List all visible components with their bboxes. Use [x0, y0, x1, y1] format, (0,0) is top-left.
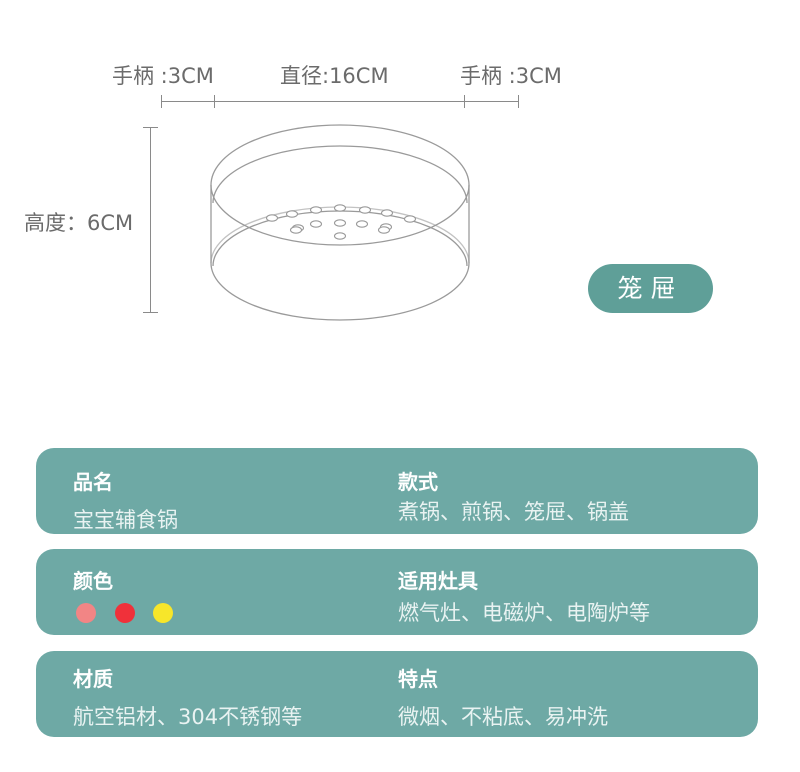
steam-hole	[380, 209, 394, 217]
steamer-basket-illustration	[210, 124, 470, 321]
spec-label: 品名	[73, 470, 113, 494]
dimension-tick	[518, 95, 519, 108]
color-swatch-pink	[76, 603, 96, 623]
steam-hole	[377, 226, 391, 234]
handle-left-dimension: 手柄 :3CM	[112, 64, 214, 88]
dimension-tick	[161, 95, 162, 108]
steam-hole	[285, 210, 299, 218]
spec-value: 煮锅、煎锅、笼屉、锅盖	[398, 500, 629, 524]
dimension-tick	[464, 95, 465, 108]
color-swatch-red	[115, 603, 135, 623]
spec-label: 特点	[398, 667, 438, 691]
steam-hole	[309, 206, 323, 214]
width-dimension-line	[161, 101, 519, 102]
steam-hole	[355, 220, 369, 228]
steam-hole	[333, 204, 347, 212]
steam-holes	[265, 204, 417, 240]
steam-hole	[403, 215, 417, 223]
product-tag: 笼屉	[588, 264, 713, 313]
dimension-tick	[143, 127, 158, 128]
steam-hole	[358, 206, 372, 214]
spec-label: 颜色	[73, 569, 113, 593]
spec-value: 航空铝材、304不锈钢等	[73, 705, 303, 729]
spec-label: 款式	[398, 470, 438, 494]
diameter-dimension: 直径:16CM	[280, 64, 389, 88]
steam-hole	[289, 226, 303, 234]
spec-value: 宝宝辅食锅	[73, 508, 178, 532]
spec-value: 微烟、不粘底、易冲洗	[398, 705, 608, 729]
dimension-tick	[214, 95, 215, 108]
dimension-tick	[143, 312, 158, 313]
height-dimension-line	[150, 127, 151, 313]
spec-label: 材质	[73, 667, 113, 691]
steam-hole	[333, 232, 347, 240]
height-dimension: 高度：6CM	[24, 211, 134, 235]
handle-right-dimension: 手柄 :3CM	[460, 64, 562, 88]
steam-hole	[265, 214, 279, 222]
spec-card-material-feature: 材质 航空铝材、304不锈钢等 特点 微烟、不粘底、易冲洗	[36, 651, 758, 737]
steam-hole	[333, 219, 347, 227]
spec-card-name-style: 品名 宝宝辅食锅 款式 煮锅、煎锅、笼屉、锅盖	[36, 448, 758, 534]
steam-hole	[309, 220, 323, 228]
spec-label: 适用灶具	[398, 569, 478, 593]
spec-card-color-stove: 颜色 适用灶具 燃气灶、电磁炉、电陶炉等	[36, 549, 758, 635]
spec-value: 燃气灶、电磁炉、电陶炉等	[398, 601, 650, 625]
color-swatch-yellow	[153, 603, 173, 623]
